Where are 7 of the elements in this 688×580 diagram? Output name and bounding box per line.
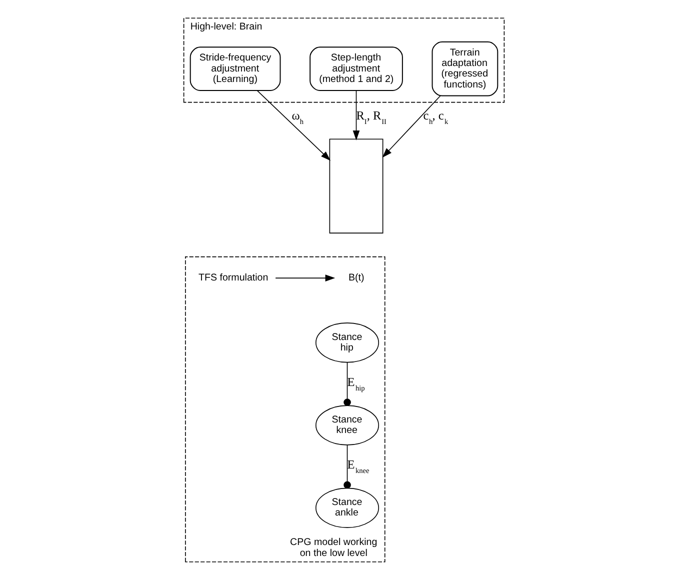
edge-label: E$_{hip}$ [347, 374, 365, 392]
node-text: TFS formulation [198, 272, 268, 284]
edge-label: R$_{I}$, R$_{II}$ [356, 108, 386, 126]
node-text: B(t) [348, 272, 364, 284]
edge-label: ω$_{h}$ [292, 108, 304, 126]
edge-label: c$_{h}$, c$_{k}$ [423, 108, 448, 126]
edge-label: E$_{knee}$ [347, 458, 370, 476]
